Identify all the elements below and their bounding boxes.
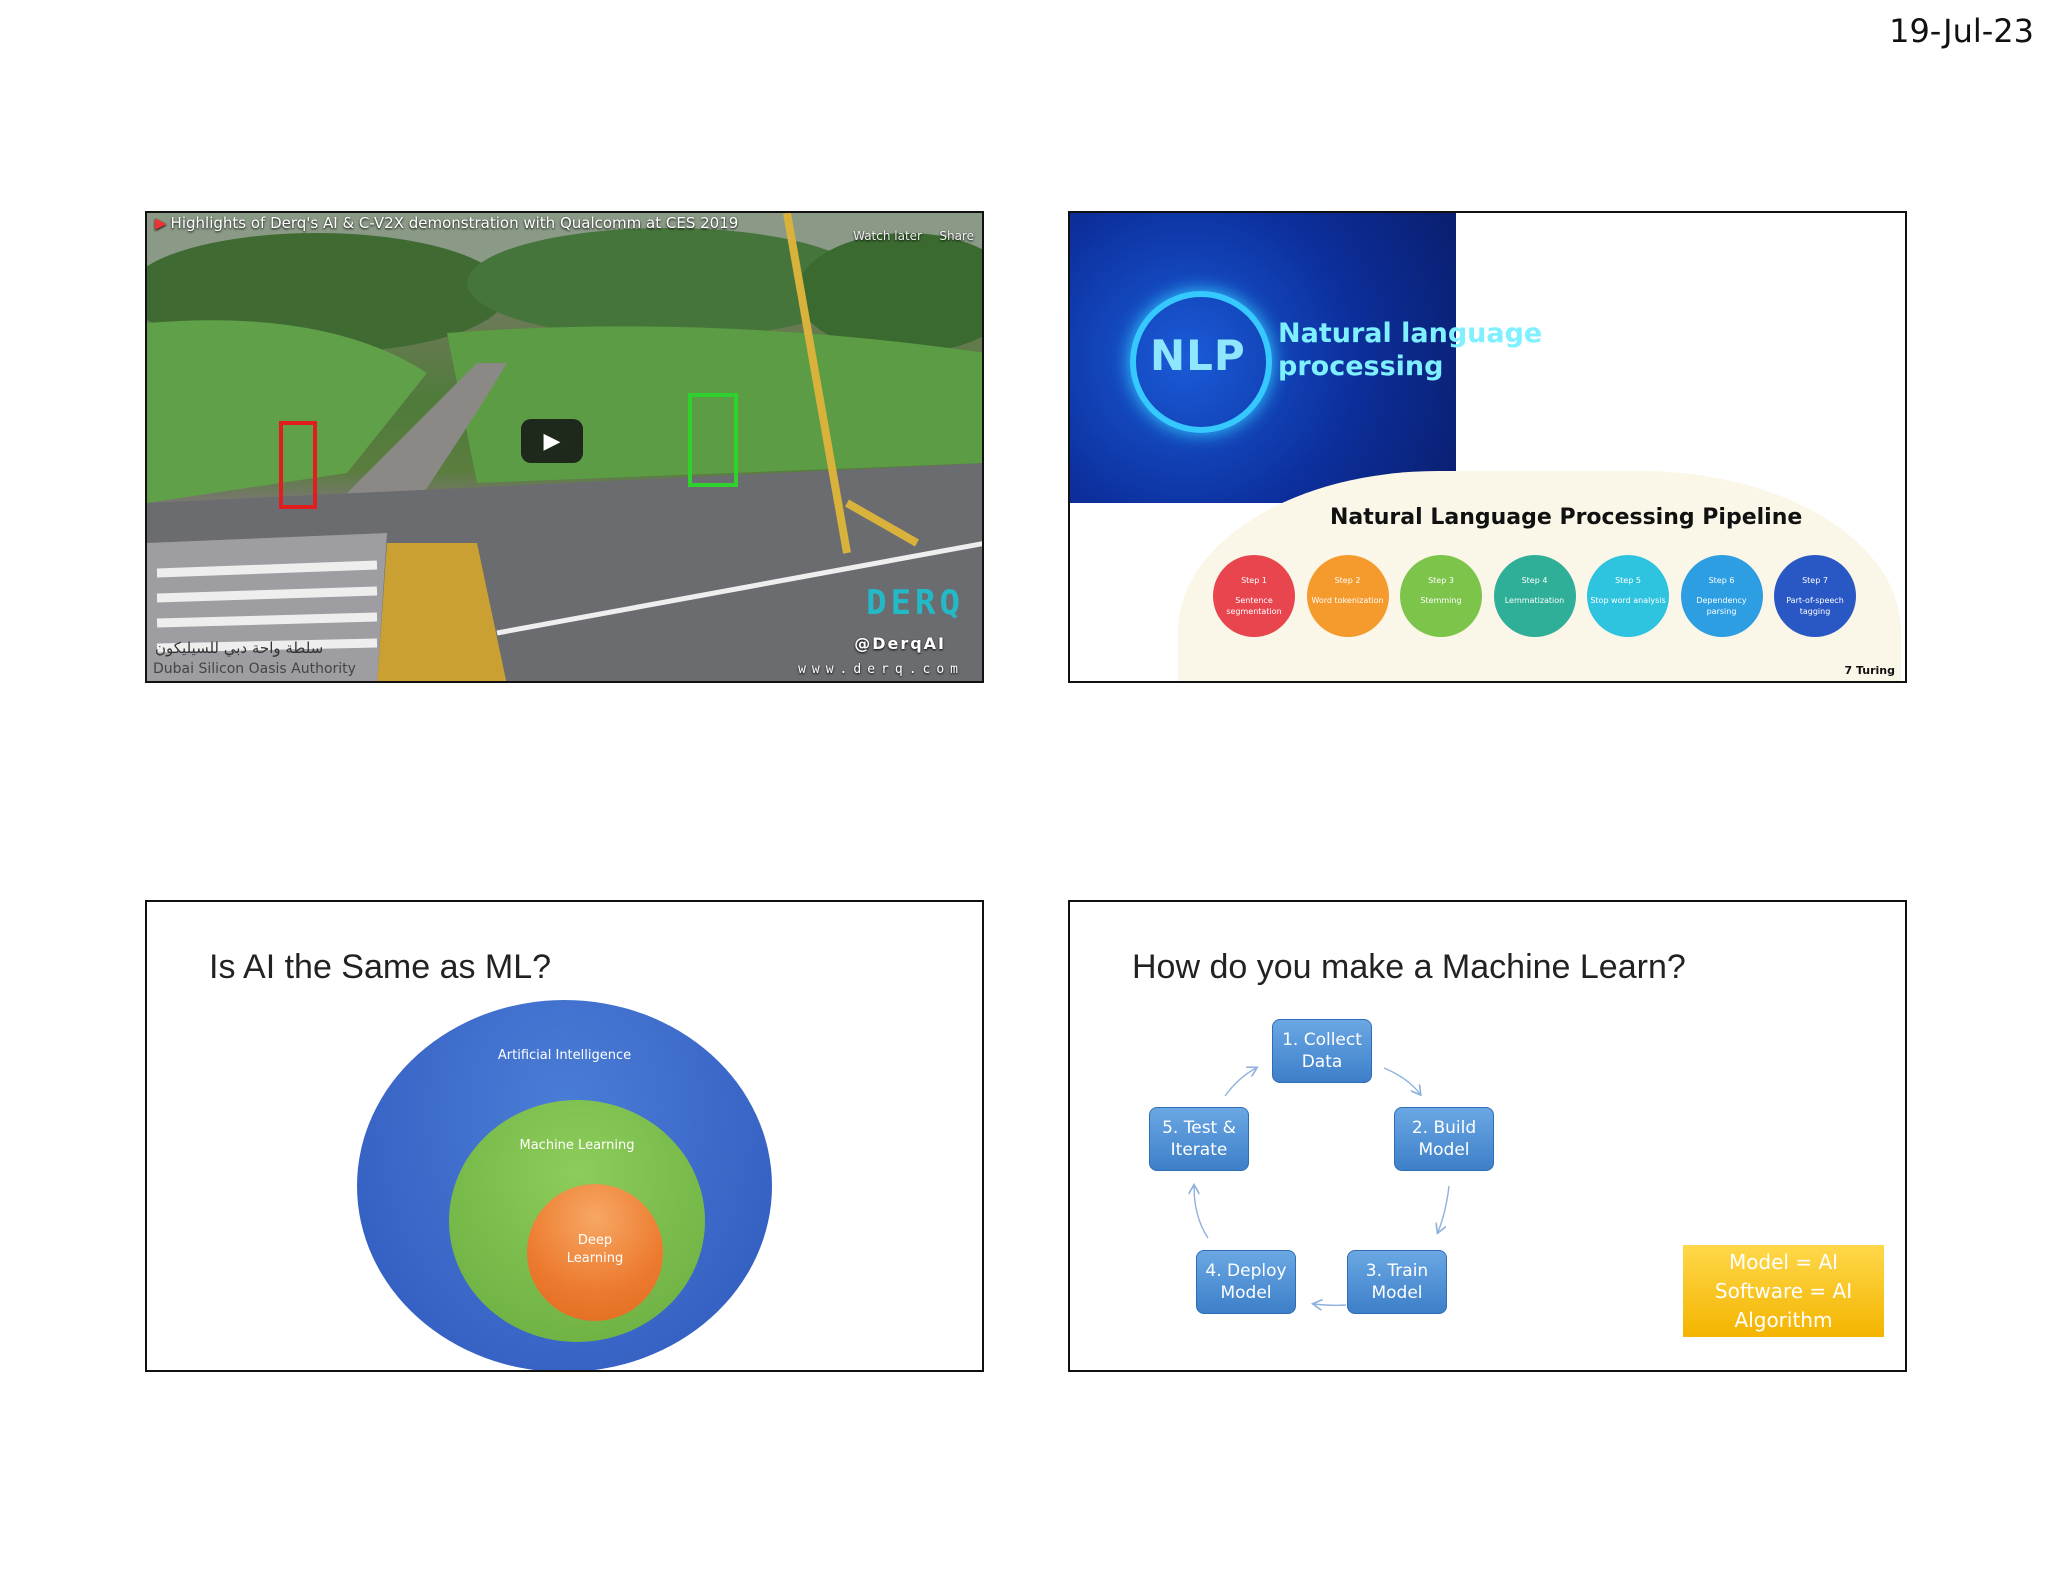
nlp-banner-logo: NLP bbox=[1150, 331, 1246, 380]
pipeline-step-number: Step 5 bbox=[1615, 576, 1641, 585]
video-title-text: Highlights of Derq's AI & C-V2X demonstr… bbox=[170, 214, 739, 232]
video-logo-english: Dubai Silicon Oasis Authority bbox=[153, 661, 356, 677]
share-button[interactable]: Share bbox=[939, 229, 974, 243]
arrow-5-1 bbox=[1224, 1068, 1256, 1097]
pipeline-step-number: Step 3 bbox=[1428, 576, 1454, 585]
cycle-step-test-iterate: 5. Test & Iterate bbox=[1149, 1107, 1249, 1171]
pipeline-step-number: Step 2 bbox=[1334, 576, 1361, 585]
pipeline-step-number: Step 6 bbox=[1708, 576, 1735, 585]
pipeline-step-label: Lemmatization bbox=[1504, 596, 1565, 605]
pipeline-step-label: Stop word analysis bbox=[1590, 596, 1666, 605]
cycle-step-train-model: 3. Train Model bbox=[1347, 1250, 1447, 1314]
pipeline-step-label: Part-of-speech tagging bbox=[1786, 596, 1844, 616]
pipeline-title: Natural Language Processing Pipeline bbox=[1330, 505, 1803, 530]
pipeline-step-number: Step 4 bbox=[1521, 576, 1548, 585]
pipeline-step: Step 3 Stemming bbox=[1400, 555, 1482, 637]
dl-ellipse: Deep Learning bbox=[527, 1184, 663, 1321]
video-watermark-url: www.derq.com bbox=[798, 662, 964, 677]
nlp-ring bbox=[1130, 291, 1272, 433]
page-date: 19-Jul-23 bbox=[1889, 12, 2034, 50]
video-logo-arabic: سلطة واحة دبي للسيليكون bbox=[155, 639, 324, 657]
nlp-banner-text: Natural language processing bbox=[1278, 318, 1543, 382]
cycle-step-collect-data: 1. Collect Data bbox=[1272, 1019, 1372, 1083]
pipeline-step: Step 2 Word tokenization bbox=[1306, 555, 1389, 637]
play-button[interactable]: ▶ bbox=[521, 419, 583, 463]
pipeline-step-label: Sentence segmentation bbox=[1226, 596, 1282, 616]
arrow-1-2 bbox=[1383, 1067, 1420, 1094]
pipeline-step-label: Stemming bbox=[1420, 596, 1462, 605]
ai-equivalence-note: Model = AI Software = AI Algorithm bbox=[1683, 1245, 1884, 1337]
video-watermark-brand: DERQ bbox=[866, 583, 964, 623]
pipeline-step-label: Word tokenization bbox=[1311, 596, 1384, 605]
turing-logo-icon: 7 bbox=[1844, 664, 1856, 677]
slide-ml-cycle: How do you make a Machine Learn? 1. Coll… bbox=[1068, 900, 1907, 1372]
cycle-step-build-model: 2. Build Model bbox=[1394, 1107, 1494, 1171]
video-frame[interactable]: ▶Highlights of Derq's AI & C-V2X demonst… bbox=[147, 213, 982, 681]
cycle-step-deploy-model: 4. Deploy Model bbox=[1196, 1250, 1296, 1314]
cycle-arrows bbox=[1070, 902, 1450, 1372]
dl-label: Deep Learning bbox=[566, 1233, 624, 1266]
video-title[interactable]: ▶Highlights of Derq's AI & C-V2X demonst… bbox=[155, 214, 738, 232]
slide-ai-vs-ml: Is AI the Same as ML? Artificial Intelli… bbox=[145, 900, 984, 1372]
ml-label: Machine Learning bbox=[519, 1138, 635, 1153]
arrow-4-5 bbox=[1194, 1186, 1209, 1239]
slide-video: ▶Highlights of Derq's AI & C-V2X demonst… bbox=[145, 211, 984, 683]
pipeline-step-number: Step 1 bbox=[1241, 576, 1267, 585]
pipeline-step: Step 6 Dependency parsing bbox=[1680, 555, 1763, 637]
watch-later-button[interactable]: Watch later bbox=[853, 229, 922, 243]
play-icon: ▶ bbox=[543, 428, 561, 454]
nlp-banner-image: NLP Natural language processing bbox=[1070, 213, 1542, 503]
arrow-3-4 bbox=[1314, 1304, 1347, 1305]
turing-credit-text: Turing bbox=[1855, 664, 1895, 677]
pipeline-step: Step 7 Part-of-speech tagging bbox=[1774, 555, 1856, 637]
turing-credit: 7 Turing bbox=[1844, 664, 1895, 677]
pipeline-step: Step 4 Lemmatization bbox=[1493, 555, 1576, 637]
slide-title: How do you make a Machine Learn? bbox=[1132, 948, 1686, 986]
arrow-2-3 bbox=[1438, 1185, 1450, 1232]
pipeline-step: Step 5 Stop word analysis bbox=[1587, 555, 1669, 637]
pipeline-step-label: Dependency parsing bbox=[1696, 596, 1747, 616]
pipeline-step-number: Step 7 bbox=[1802, 576, 1828, 585]
note-line-2: Software = AI bbox=[1714, 1278, 1853, 1303]
pipeline-step: Step 1 Sentence segmentation bbox=[1213, 555, 1295, 637]
note-line-3: Algorithm bbox=[1734, 1307, 1833, 1332]
youtube-icon: ▶ bbox=[155, 214, 167, 232]
video-scene bbox=[147, 213, 982, 681]
note-line-1: Model = AI bbox=[1728, 1249, 1839, 1274]
video-watermark-handle: @DerqAI bbox=[854, 634, 946, 653]
slide-title: Is AI the Same as ML? bbox=[209, 948, 552, 986]
ai-label: Artificial Intelligence bbox=[497, 1048, 632, 1063]
slide-nlp: NLP Natural language processing Natural … bbox=[1068, 211, 1907, 683]
